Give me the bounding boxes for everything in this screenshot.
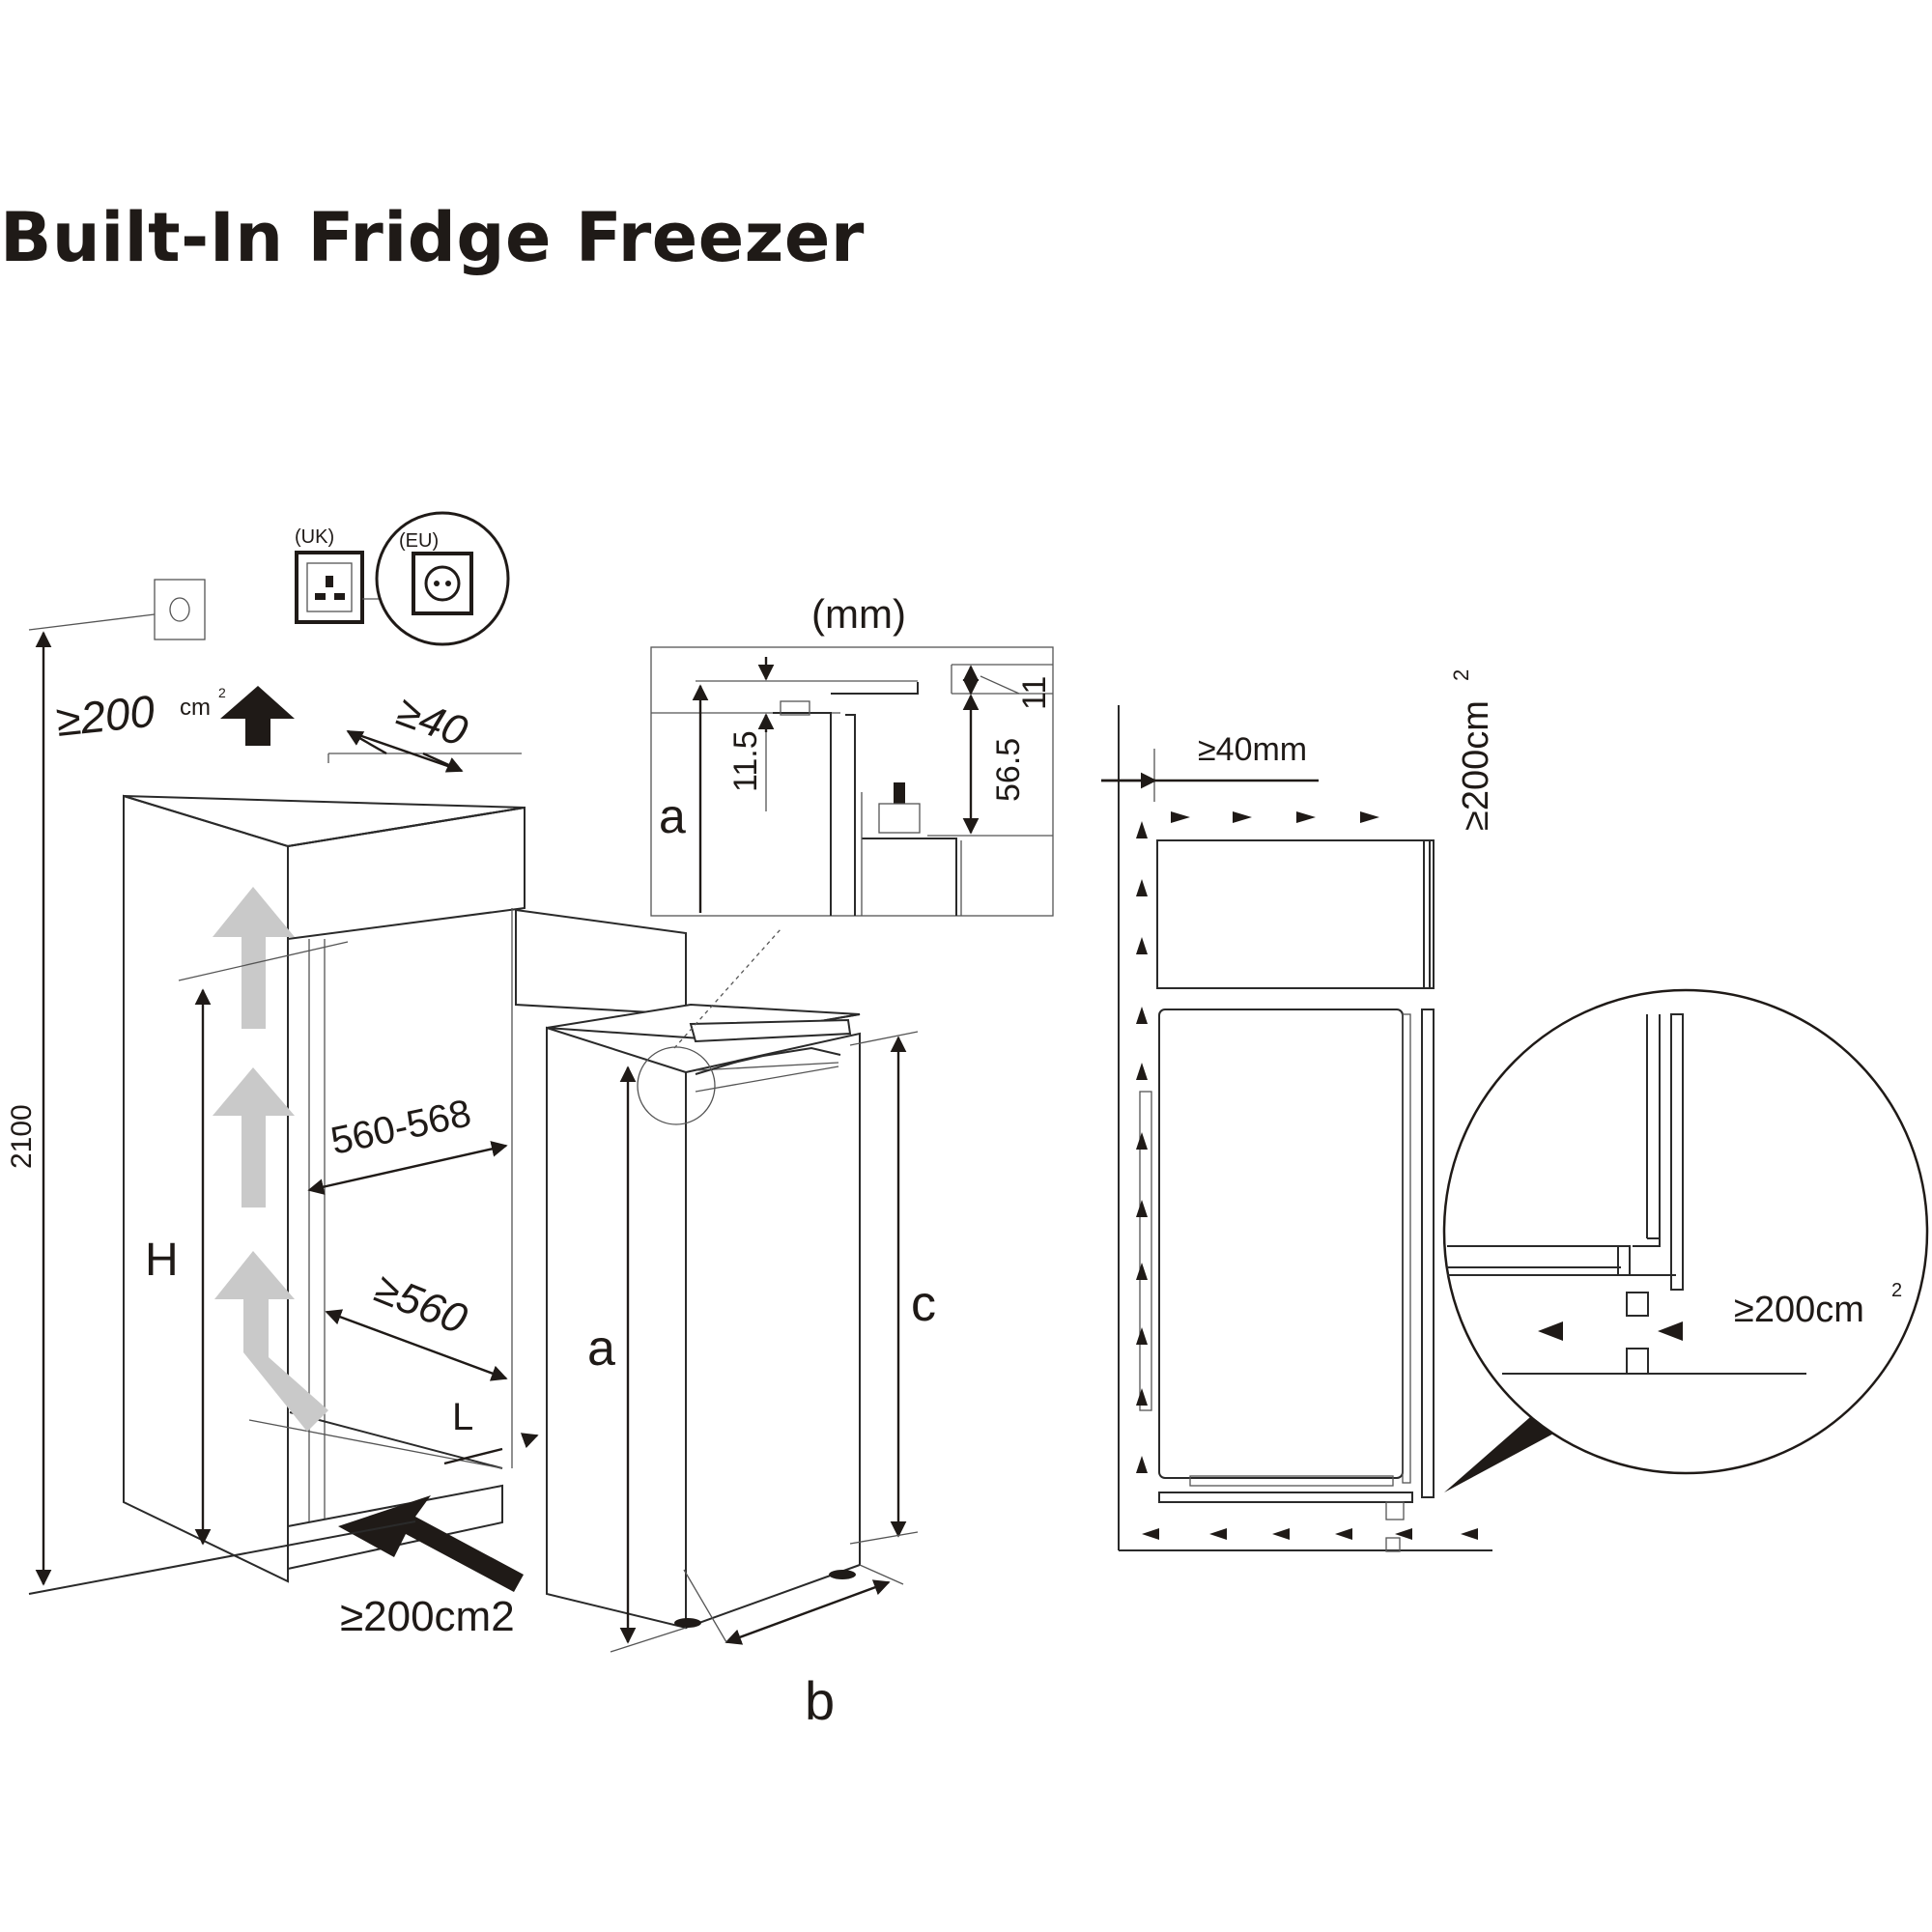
detail-11-label: 11	[1016, 676, 1053, 710]
uk-socket-icon	[295, 551, 364, 624]
niche-depth-label: ≥560	[368, 1264, 473, 1344]
side-view	[1101, 705, 1492, 1552]
appliance-height-a-label: a	[587, 1321, 615, 1377]
offset-l-label: L	[452, 1396, 473, 1438]
bottom-vent-arrow	[338, 1495, 524, 1592]
side-airflow-arrows	[1136, 811, 1478, 1540]
wall-socket-icon	[28, 579, 206, 640]
detail-56-5-label: 56.5	[990, 738, 1027, 802]
page-title: Built-In Fridge Freezer	[0, 198, 865, 277]
eu-socket-label: (EU)	[399, 530, 439, 552]
zoom-arrow-right	[1658, 1321, 1683, 1341]
zoom-detail	[1447, 1013, 1806, 1375]
top-vent-value: ≥200	[54, 686, 157, 746]
side-top-gap-label: ≥40mm	[1198, 731, 1307, 768]
zoom-vent-sup: 2	[1891, 1280, 1902, 1301]
zoom-pointer	[1444, 1410, 1557, 1492]
niche-height-h-label: H	[145, 1235, 179, 1286]
niche-width-label: 560-568	[327, 1092, 475, 1163]
zoom-arrow-left	[1538, 1321, 1563, 1341]
top-vent-unit-sup: 2	[218, 685, 226, 700]
appliance-width-b-label: b	[805, 1670, 835, 1731]
top-vent-unit: cm	[180, 695, 211, 721]
detail-a-label: a	[659, 789, 686, 843]
appliance-height-c-label: c	[911, 1276, 936, 1332]
units-label: (mm)	[811, 591, 906, 637]
fridge-appliance	[546, 1003, 861, 1630]
uk-socket-label: (UK)	[295, 526, 334, 548]
detail-11-5-label: 11.5	[727, 730, 764, 792]
height-2100-label: 2100	[6, 1104, 38, 1169]
top-vent-arrow	[220, 686, 295, 746]
airflow-arrows-grey	[213, 887, 328, 1432]
bottom-vent-label: ≥200cm2	[340, 1593, 515, 1640]
zoom-circle	[1442, 988, 1929, 1475]
zoom-vent-label: ≥200cm	[1734, 1290, 1864, 1330]
eu-socket-icon	[412, 552, 473, 615]
side-top-vent-label: ≥200cm	[1456, 700, 1496, 831]
hinge-detail	[651, 664, 1053, 916]
side-top-vent-sup: 2	[1449, 669, 1473, 681]
top-gap-40-label: ≥40	[391, 687, 474, 755]
detail-inset	[650, 646, 1054, 917]
eu-socket-zoom-circle	[375, 511, 510, 646]
